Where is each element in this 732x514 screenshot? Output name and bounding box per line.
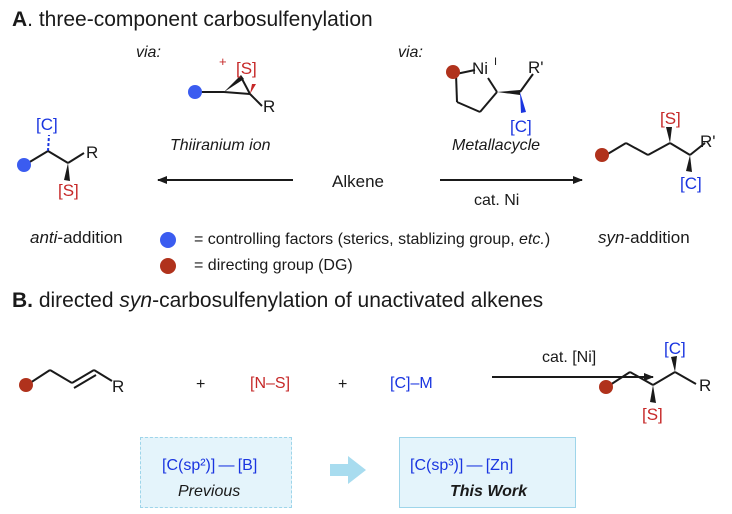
reagent-cm: [C]–M [390, 375, 433, 392]
anti-blue-dot [17, 158, 31, 172]
anti-r-label: R [86, 143, 98, 162]
thiiranium-structure: [S] + R [188, 54, 275, 116]
metallacycle-structure: Ni I R' [C] [446, 56, 544, 136]
anti-prefix: anti [30, 228, 58, 247]
reagent-ns: [N–S] [250, 375, 291, 392]
cat-ni-label: cat. Ni [474, 192, 520, 209]
cat-ni-b-label: cat. [Ni] [542, 349, 597, 366]
syn-suffix: -addition [624, 228, 690, 247]
syn-red-dot [595, 148, 609, 162]
this-work-reagent: [C(sp³)] — [Zn] [410, 457, 514, 474]
this-work-label: This Work [450, 483, 528, 500]
product-b-structure: [C] R [S] [599, 339, 711, 424]
thiiranium-r-label: R [263, 97, 275, 116]
metallacycle-c-label: [C] [510, 117, 532, 136]
syn-s-label: [S] [660, 109, 681, 128]
thiiranium-plus: + [219, 54, 227, 69]
anti-suffix: -addition [57, 228, 123, 247]
section-b-letter: B. [12, 289, 33, 312]
legend-blue-text: = controlling factors (sterics, stablizi… [194, 231, 551, 248]
alkene-r-label: R [112, 377, 124, 396]
syn-addition-label: syn-addition [598, 229, 690, 246]
anti-s-label: [S] [58, 181, 79, 200]
transition-arrow [330, 456, 366, 484]
this-work-box [399, 437, 576, 508]
starting-alkene-structure: R [19, 369, 124, 396]
thiiranium-blue-dot [188, 85, 202, 99]
anti-c-label: [C] [36, 115, 58, 134]
legend-red-dot [160, 258, 176, 274]
syn-rprime-label: R' [700, 132, 716, 151]
thiiranium-ion-label: Thiiranium ion [170, 137, 271, 154]
syn-prefix: syn [598, 228, 625, 247]
alkene-label: Alkene [332, 172, 384, 191]
product-b-r-label: R [699, 376, 711, 395]
syn-c-label: [C] [680, 174, 702, 193]
product-b-c-label: [C] [664, 339, 686, 358]
via-right-label: via: [398, 44, 423, 61]
metallacycle-label: Metallacycle [452, 137, 541, 154]
section-a-letter: A [12, 8, 28, 31]
section-a-title-text: . three-component carbosulfenylation [27, 8, 373, 31]
previous-label: Previous [178, 483, 241, 500]
product-b-s-label: [S] [642, 405, 663, 424]
syn-product-structure: [S] R' [C] [595, 109, 716, 193]
metallacycle-red-dot [446, 65, 460, 79]
previous-box [140, 437, 292, 508]
legend-blue-dot [160, 232, 176, 248]
anti-product-structure: [C] R [S] [17, 115, 98, 200]
product-b-red-dot [599, 380, 613, 394]
via-left-label: via: [136, 44, 161, 61]
alkene-red-dot [19, 378, 33, 392]
plus-sign-1: + [196, 376, 206, 393]
legend-red-text: = directing group (DG) [194, 257, 353, 274]
anti-addition-label: anti-addition [30, 229, 123, 246]
section-b-title: B. directed syn-carbosulfenylation of un… [12, 289, 544, 312]
thiiranium-s-label: [S] [236, 59, 257, 78]
metallacycle-rprime-label: R' [528, 58, 544, 77]
ni-oxidation-state: I [494, 56, 497, 68]
section-a-title: A. three-component carbosulfenylation [12, 9, 373, 30]
previous-reagent: [C(sp²)] — [B] [162, 457, 258, 474]
ni-label: Ni [472, 59, 488, 78]
plus-sign-2: + [338, 376, 348, 393]
